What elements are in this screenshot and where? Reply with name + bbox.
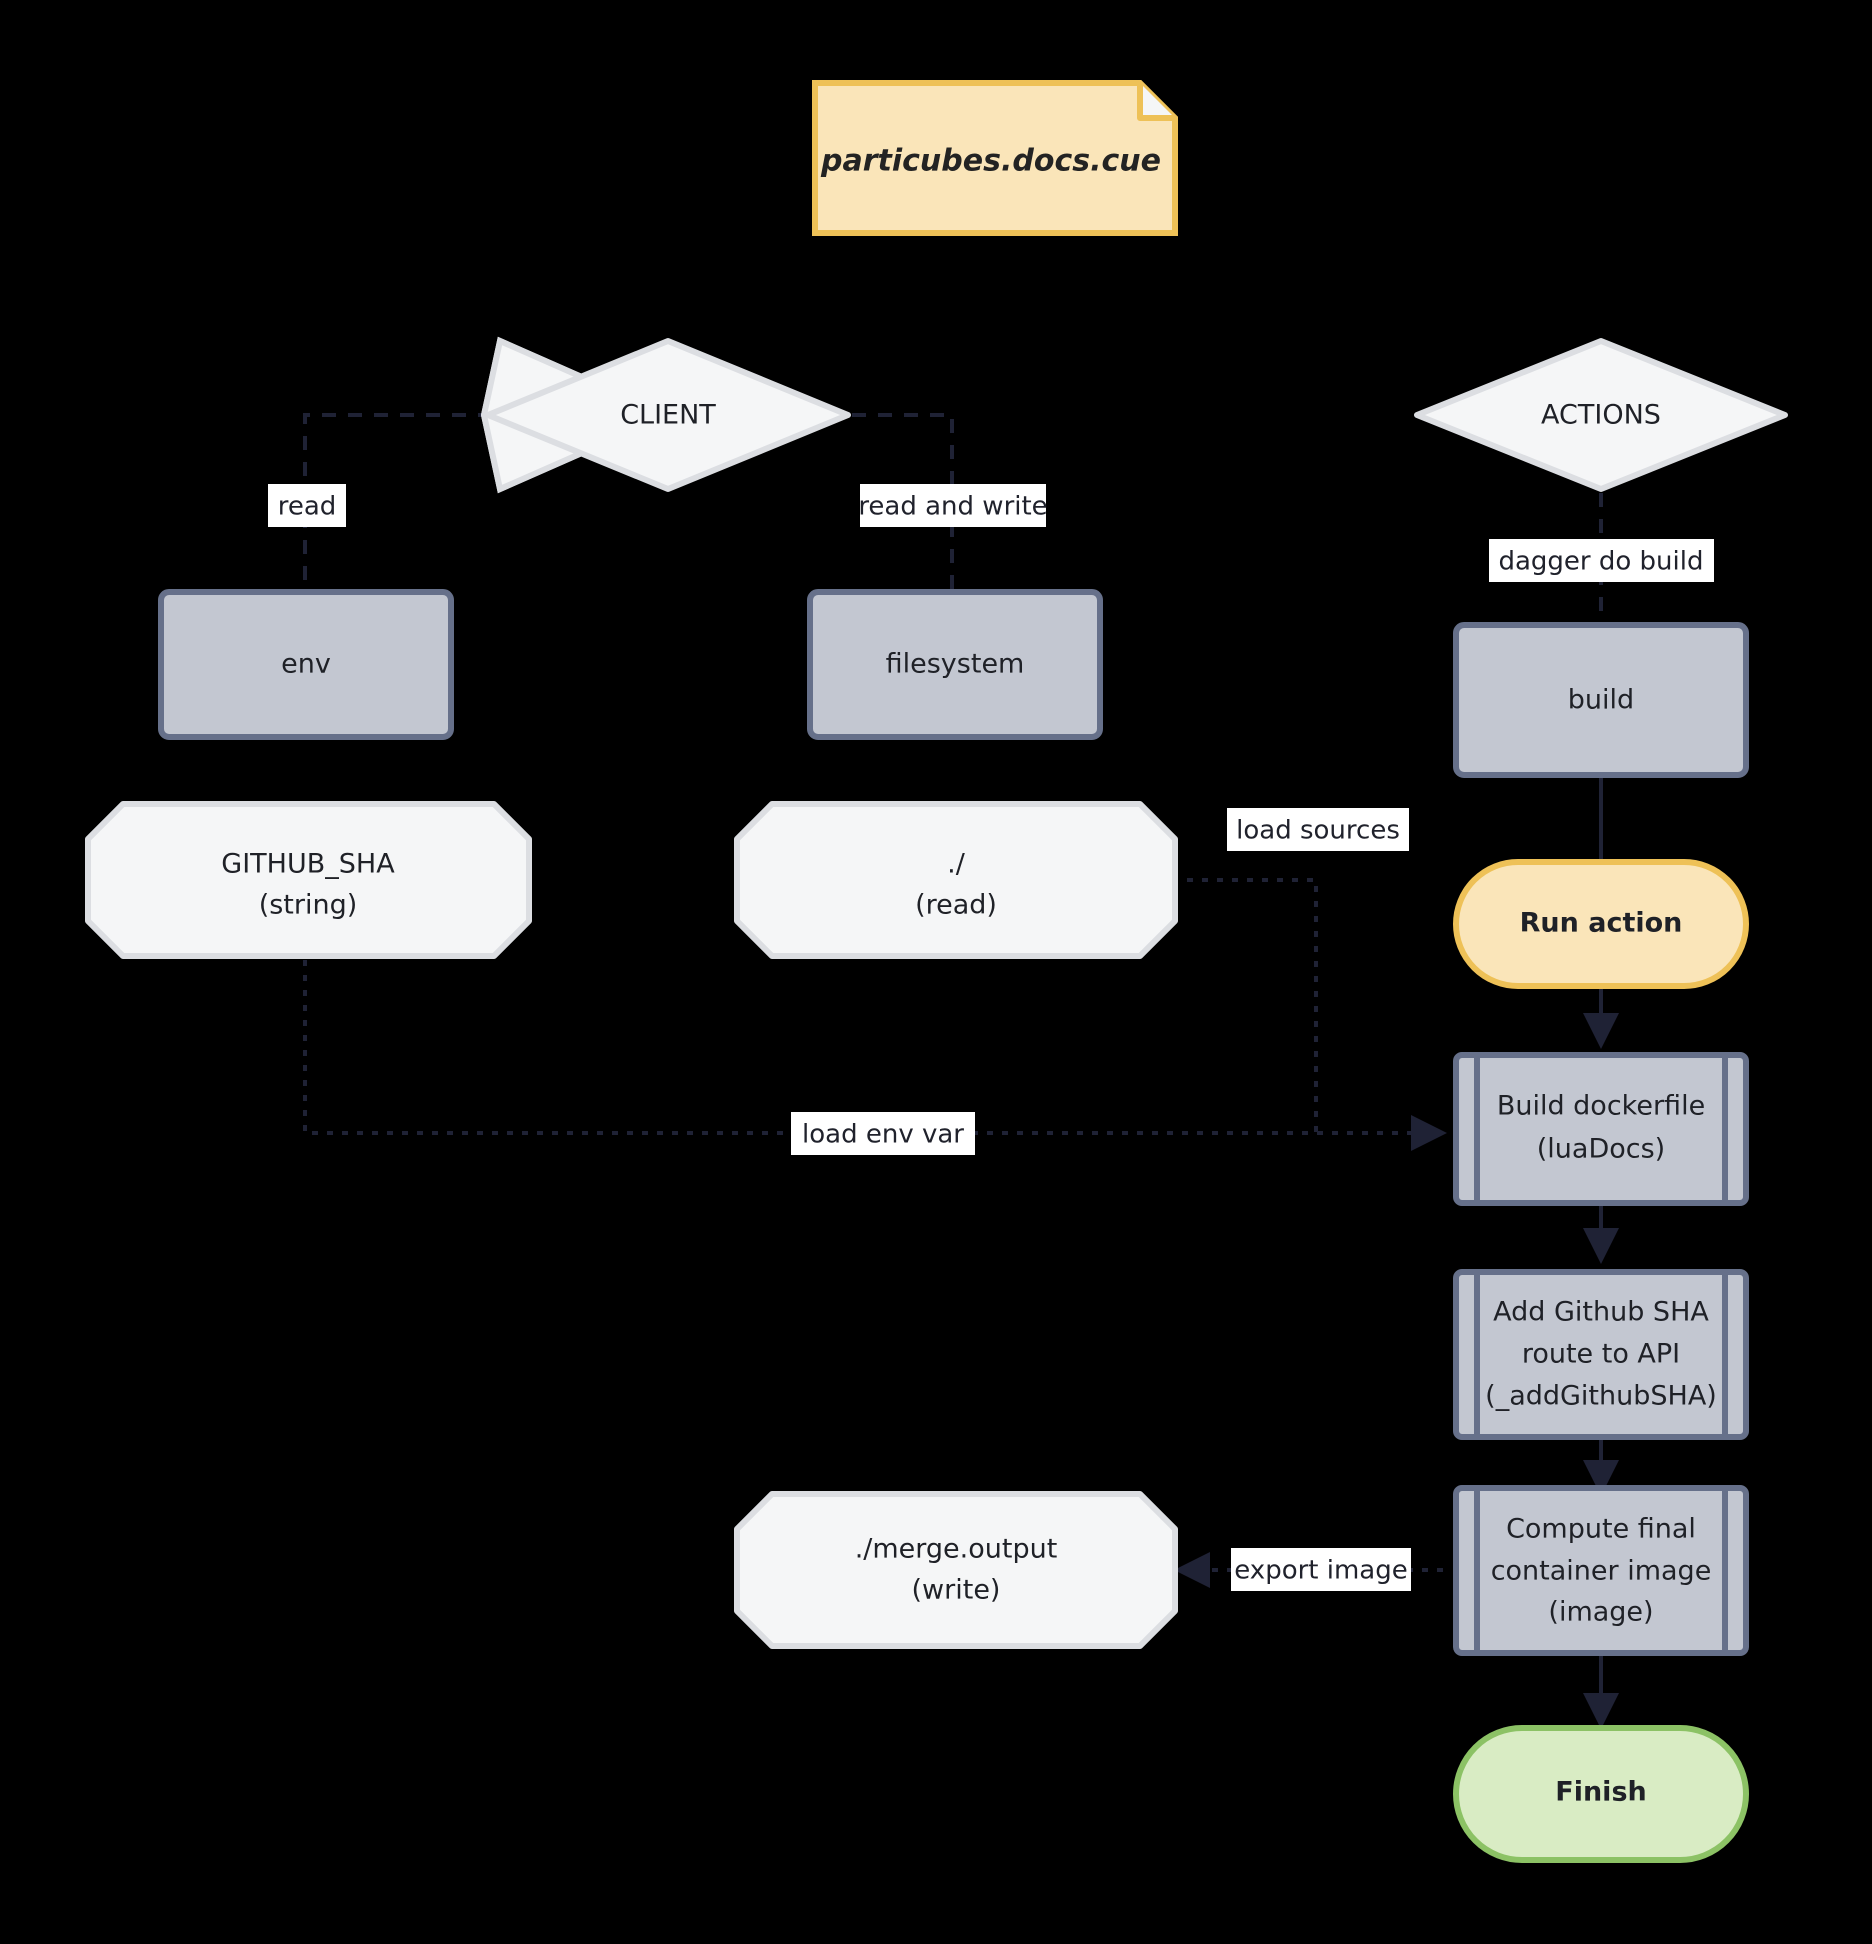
note-label: particubes.docs.cue bbox=[820, 144, 1161, 179]
node-merge-output[interactable]: ./merge.output (write) bbox=[734, 1491, 1178, 1649]
node-build[interactable]: build bbox=[1453, 622, 1749, 778]
run-action-label: Run action bbox=[1520, 908, 1683, 939]
edge-githubsha-builddockerfile bbox=[303, 960, 1447, 1151]
add-sha-line3: (_addGithubSHA) bbox=[1485, 1381, 1717, 1412]
edge-label-export-image-text: export image bbox=[1234, 1556, 1407, 1586]
finish-label: Finish bbox=[1555, 1777, 1646, 1808]
node-build-dockerfile[interactable]: Build dockerfile (luaDocs) bbox=[1453, 1052, 1749, 1206]
node-add-github-sha[interactable]: Add Github SHA route to API (_addGithubS… bbox=[1453, 1269, 1749, 1440]
node-note-particubes[interactable]: particubes.docs.cue bbox=[812, 80, 1178, 236]
edge-client-filesystem bbox=[670, 413, 954, 592]
node-finish[interactable]: Finish bbox=[1453, 1725, 1749, 1863]
edge-label-load-sources-text: load sources bbox=[1236, 816, 1400, 846]
node-env[interactable]: env bbox=[158, 589, 454, 740]
edge-label-read: read bbox=[268, 484, 346, 527]
env-label: env bbox=[281, 649, 331, 680]
build-dockerfile-line2: (luaDocs) bbox=[1537, 1134, 1665, 1165]
node-compute-image[interactable]: Compute final container image (image) bbox=[1453, 1485, 1749, 1656]
edge-label-read-and-write: read and write bbox=[858, 484, 1048, 527]
edge-label-export-image: export image bbox=[1231, 1548, 1411, 1591]
edge-label-load-sources: load sources bbox=[1227, 808, 1409, 851]
edge-label-read-and-write-text: read and write bbox=[858, 492, 1047, 522]
node-filesystem[interactable]: filesystem bbox=[807, 589, 1103, 740]
dot-read-line1: ./ bbox=[947, 849, 966, 880]
dot-read-line2: (read) bbox=[915, 890, 997, 921]
node-client[interactable]: CLIENT bbox=[480, 336, 851, 494]
filesystem-label: filesystem bbox=[886, 649, 1025, 680]
node-actions[interactable]: ACTIONS bbox=[1414, 338, 1788, 492]
actions-label: ACTIONS bbox=[1541, 400, 1661, 431]
merge-output-line2: (write) bbox=[912, 1575, 1001, 1606]
compute-image-line3: (image) bbox=[1548, 1597, 1653, 1628]
compute-image-line1: Compute final bbox=[1506, 1514, 1696, 1545]
compute-image-line2: container image bbox=[1491, 1556, 1712, 1587]
edge-dotread-builddockerfile bbox=[1172, 878, 1318, 1133]
edge-client-env bbox=[303, 413, 492, 592]
node-github-sha[interactable]: GITHUB_SHA (string) bbox=[85, 801, 532, 959]
github-sha-line2: (string) bbox=[259, 890, 358, 921]
edge-label-read-text: read bbox=[278, 492, 337, 522]
build-label: build bbox=[1568, 685, 1634, 716]
node-dot-read[interactable]: ./ (read) bbox=[734, 801, 1178, 959]
add-sha-line1: Add Github SHA bbox=[1493, 1297, 1709, 1328]
client-label: CLIENT bbox=[620, 400, 716, 431]
edge-label-dagger-text: dagger do build bbox=[1498, 547, 1703, 577]
edge-label-load-env-var-text: load env var bbox=[802, 1120, 964, 1150]
edge-label-dagger-do-build: dagger do build bbox=[1489, 539, 1714, 582]
edge-label-load-env-var: load env var bbox=[791, 1112, 975, 1155]
build-dockerfile-line1: Build dockerfile bbox=[1497, 1091, 1705, 1122]
github-sha-line1: GITHUB_SHA bbox=[221, 849, 395, 880]
node-run-action[interactable]: Run action bbox=[1453, 859, 1749, 989]
merge-output-line1: ./merge.output bbox=[855, 1534, 1058, 1565]
add-sha-line2: route to API bbox=[1522, 1339, 1680, 1370]
